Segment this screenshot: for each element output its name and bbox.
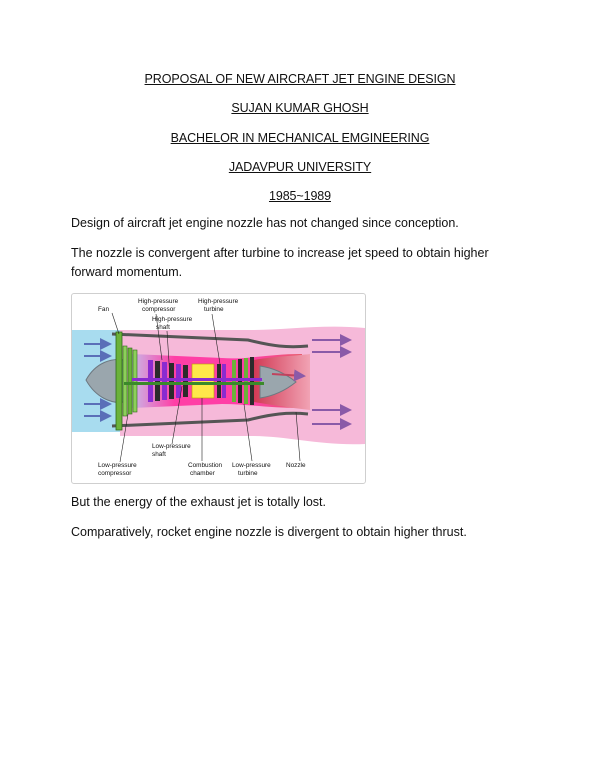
- paragraph-nozzle-history: Design of aircraft jet engine nozzle has…: [71, 216, 459, 230]
- label-combustion-1: Combustion: [188, 462, 223, 469]
- jet-engine-diagram: Fan High-pressure compressor High-pressu…: [71, 293, 366, 484]
- author-name: SUJAN KUMAR GHOSH: [231, 101, 369, 115]
- label-fan: Fan: [98, 306, 109, 313]
- years-line: 1985~1989: [268, 189, 331, 203]
- degree-line: BACHELOR IN MECHANICAL EMGINEERING: [170, 131, 430, 145]
- label-nozzle: Nozzle: [286, 462, 306, 469]
- turbofan-cutaway-illustration: Fan High-pressure compressor High-pressu…: [72, 298, 365, 477]
- label-hp-shaft-2: shaft: [156, 324, 170, 331]
- nacelle-upper: [111, 332, 309, 349]
- label-hp-compressor-2: compressor: [142, 306, 176, 313]
- hp-shaft: [132, 378, 262, 381]
- document-title: PROPOSAL OF NEW AIRCRAFT JET ENGINE DESI…: [144, 72, 456, 86]
- tail-cone: [259, 365, 297, 399]
- exhaust-arrows: [271, 334, 352, 430]
- label-hp-turbine-1: High-pressure: [198, 298, 239, 305]
- label-hp-compressor-1: High-pressure: [138, 298, 179, 305]
- label-lp-turbine-1: Low-pressure: [232, 462, 271, 469]
- lp-shaft: [124, 382, 264, 385]
- label-lp-compressor-1: Low-pressure: [98, 462, 137, 469]
- label-lp-shaft-2: shaft: [152, 451, 166, 458]
- label-combustion-2: chamber: [190, 470, 216, 477]
- intake-arrows: [84, 338, 112, 422]
- label-leader-lines: [111, 312, 301, 463]
- paragraph-rocket-nozzle: Comparatively, rocket engine nozzle is d…: [71, 525, 467, 539]
- label-lp-shaft-1: Low-pressure: [152, 443, 191, 450]
- label-hp-shaft-1: High-pressure: [152, 316, 193, 323]
- label-hp-turbine-2: turbine: [204, 306, 224, 313]
- nacelle-lower: [111, 411, 309, 428]
- label-lp-compressor-2: compressor: [98, 470, 132, 477]
- university-line: JADAVPUR UNIVERSITY: [228, 160, 372, 174]
- paragraph-convergent-nozzle: The nozzle is convergent after turbine t…: [71, 246, 489, 279]
- label-lp-turbine-2: turbine: [238, 470, 258, 477]
- paragraph-energy-lost: But the energy of the exhaust jet is tot…: [71, 495, 327, 509]
